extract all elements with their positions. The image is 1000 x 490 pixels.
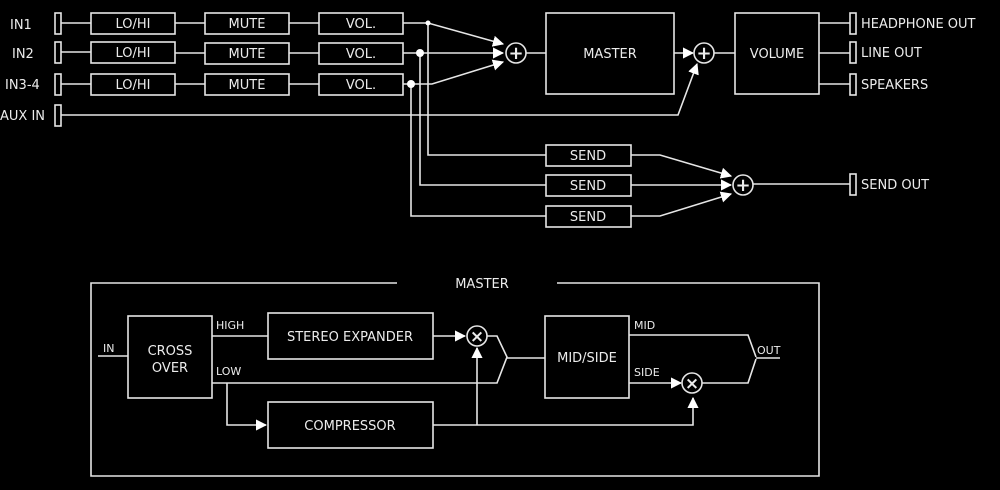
plus-icon: + <box>508 43 523 64</box>
input-row-in1: IN1 LO/HI MUTE VOL. <box>10 12 404 35</box>
volume-block-label: VOLUME <box>750 47 804 62</box>
input-row-in2: IN2 LO/HI MUTE VOL. <box>12 41 404 65</box>
input-jack-in1 <box>54 12 62 35</box>
input-row-in3-4: IN3-4 LO/HI MUTE VOL. <box>5 73 404 96</box>
mid-side-block <box>544 315 630 399</box>
output-label-headphone: HEADPHONE OUT <box>861 17 976 32</box>
out-label: OUT <box>757 344 781 357</box>
side-label: SIDE <box>634 366 660 379</box>
in1-send-tap-wire <box>427 23 546 156</box>
mute-label-in1: MUTE <box>229 17 266 32</box>
mid-label: MID <box>634 319 655 332</box>
high-label: HIGH <box>216 319 244 332</box>
crossover-label-line2: OVER <box>152 361 188 376</box>
junction-dot <box>425 20 431 26</box>
compressor-block <box>267 401 434 449</box>
in2-send-tap-wire <box>419 53 546 186</box>
vol-label-in3-4: VOL. <box>346 78 376 93</box>
aux-sum-node: + <box>693 42 715 64</box>
send-label-2: SEND <box>570 179 606 194</box>
lohi-label-in1: LO/HI <box>115 17 150 32</box>
output-label-send: SEND OUT <box>861 178 929 193</box>
input-row-aux: AUX IN <box>0 62 699 127</box>
multiply-icon: × <box>470 327 484 347</box>
input-label-aux: AUX IN <box>0 109 45 124</box>
master-detail-title: MASTER <box>455 277 509 292</box>
master-block <box>545 12 675 95</box>
input-label-in1: IN1 <box>10 18 32 33</box>
output-label-line: LINE OUT <box>861 46 922 61</box>
in3-4-send-tap-wire <box>410 84 546 217</box>
crossover-block <box>127 315 213 399</box>
plus-icon: + <box>735 175 750 196</box>
low-label: LOW <box>216 365 241 378</box>
in1-to-mix-wire <box>403 22 505 47</box>
multiply-icon: × <box>685 374 699 394</box>
vol-label-in1: VOL. <box>346 17 376 32</box>
send3-to-sum-wire <box>631 191 733 217</box>
mute-label-in2: MUTE <box>229 47 266 62</box>
mid-side-label: MID/SIDE <box>557 351 617 366</box>
send1-to-sum-wire <box>631 154 733 179</box>
master-block-label: MASTER <box>583 47 637 62</box>
output-label-speakers: SPEAKERS <box>861 78 928 93</box>
send-label-3: SEND <box>570 210 606 225</box>
input-label-in3-4: IN3-4 <box>5 78 40 93</box>
lohi-label-in3-4: LO/HI <box>115 78 150 93</box>
stereo-expander-block <box>267 312 434 360</box>
multiply-node-1: × <box>466 325 488 347</box>
master-detail-panel: MASTER IN CROSS OVER HIGH STEREO EXPANDE… <box>90 277 820 477</box>
output-jack-send <box>849 173 857 196</box>
mute-label-in3-4: MUTE <box>229 78 266 93</box>
mix-sum-node: + <box>505 42 527 64</box>
vol-label-in2: VOL. <box>346 47 376 62</box>
output-jack-line <box>849 41 857 64</box>
input-jack-in3-4 <box>54 73 62 96</box>
output-jack-headphone <box>849 12 857 35</box>
stereo-expander-label: STEREO EXPANDER <box>287 330 413 345</box>
output-jack-speakers <box>849 73 857 96</box>
crossover-label-line1: CROSS <box>148 344 193 359</box>
input-jack-aux <box>54 104 62 127</box>
junction-dot <box>416 49 424 57</box>
input-jack-in2 <box>54 41 62 64</box>
multiply-node-2: × <box>681 372 703 394</box>
plus-icon: + <box>696 43 711 64</box>
send-label-1: SEND <box>570 149 606 164</box>
compressor-label: COMPRESSOR <box>304 419 395 434</box>
master-in-label: IN <box>103 342 114 355</box>
send-sum-node: + <box>732 174 754 196</box>
aux-to-sum-wire <box>61 62 699 116</box>
lohi-label-in2: LO/HI <box>115 46 150 61</box>
in3-4-to-mix-wire <box>403 59 505 85</box>
input-label-in2: IN2 <box>12 47 34 62</box>
junction-dot <box>407 80 415 88</box>
